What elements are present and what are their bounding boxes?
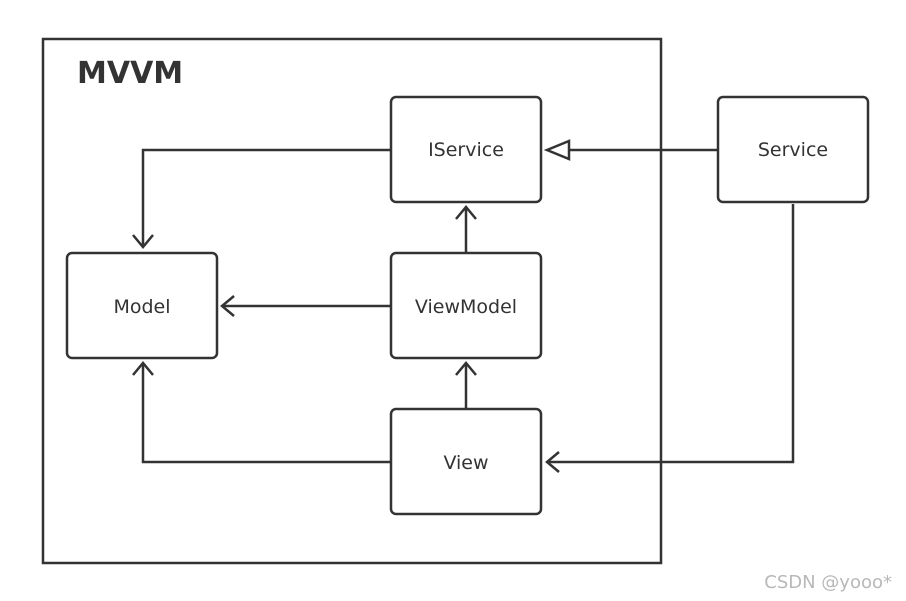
node-view-label: View xyxy=(443,452,488,474)
arrowhead-view-to-model xyxy=(132,361,154,376)
edge-service-to-view xyxy=(547,204,795,464)
arrowhead-service-to-view xyxy=(545,451,560,473)
node-service[interactable]: Service xyxy=(716,95,870,204)
node-iservice-label: IService xyxy=(428,139,504,161)
edge-iservice-to-model xyxy=(141,148,391,247)
edges xyxy=(132,139,795,473)
node-iservice[interactable]: IService xyxy=(389,95,543,204)
arrowhead-view-to-viewmodel xyxy=(455,361,477,376)
node-service-label: Service xyxy=(758,139,828,161)
mvvm-container xyxy=(41,37,663,565)
edge-view-to-model xyxy=(141,363,391,464)
arrowhead-viewmodel-to-iservice xyxy=(455,205,477,220)
node-model-label: Model xyxy=(113,296,170,318)
container-title: MVVM xyxy=(77,56,183,91)
node-viewmodel-label: ViewModel xyxy=(415,296,517,318)
node-viewmodel[interactable]: ViewModel xyxy=(389,251,543,360)
node-view[interactable]: View xyxy=(389,407,543,516)
arrowhead-service-to-iservice xyxy=(543,139,571,161)
arrowhead-iservice-to-model xyxy=(132,234,154,249)
arrowhead-viewmodel-to-model xyxy=(220,295,235,317)
watermark-text: CSDN @yooo* xyxy=(764,572,892,593)
node-model[interactable]: Model xyxy=(65,251,219,360)
